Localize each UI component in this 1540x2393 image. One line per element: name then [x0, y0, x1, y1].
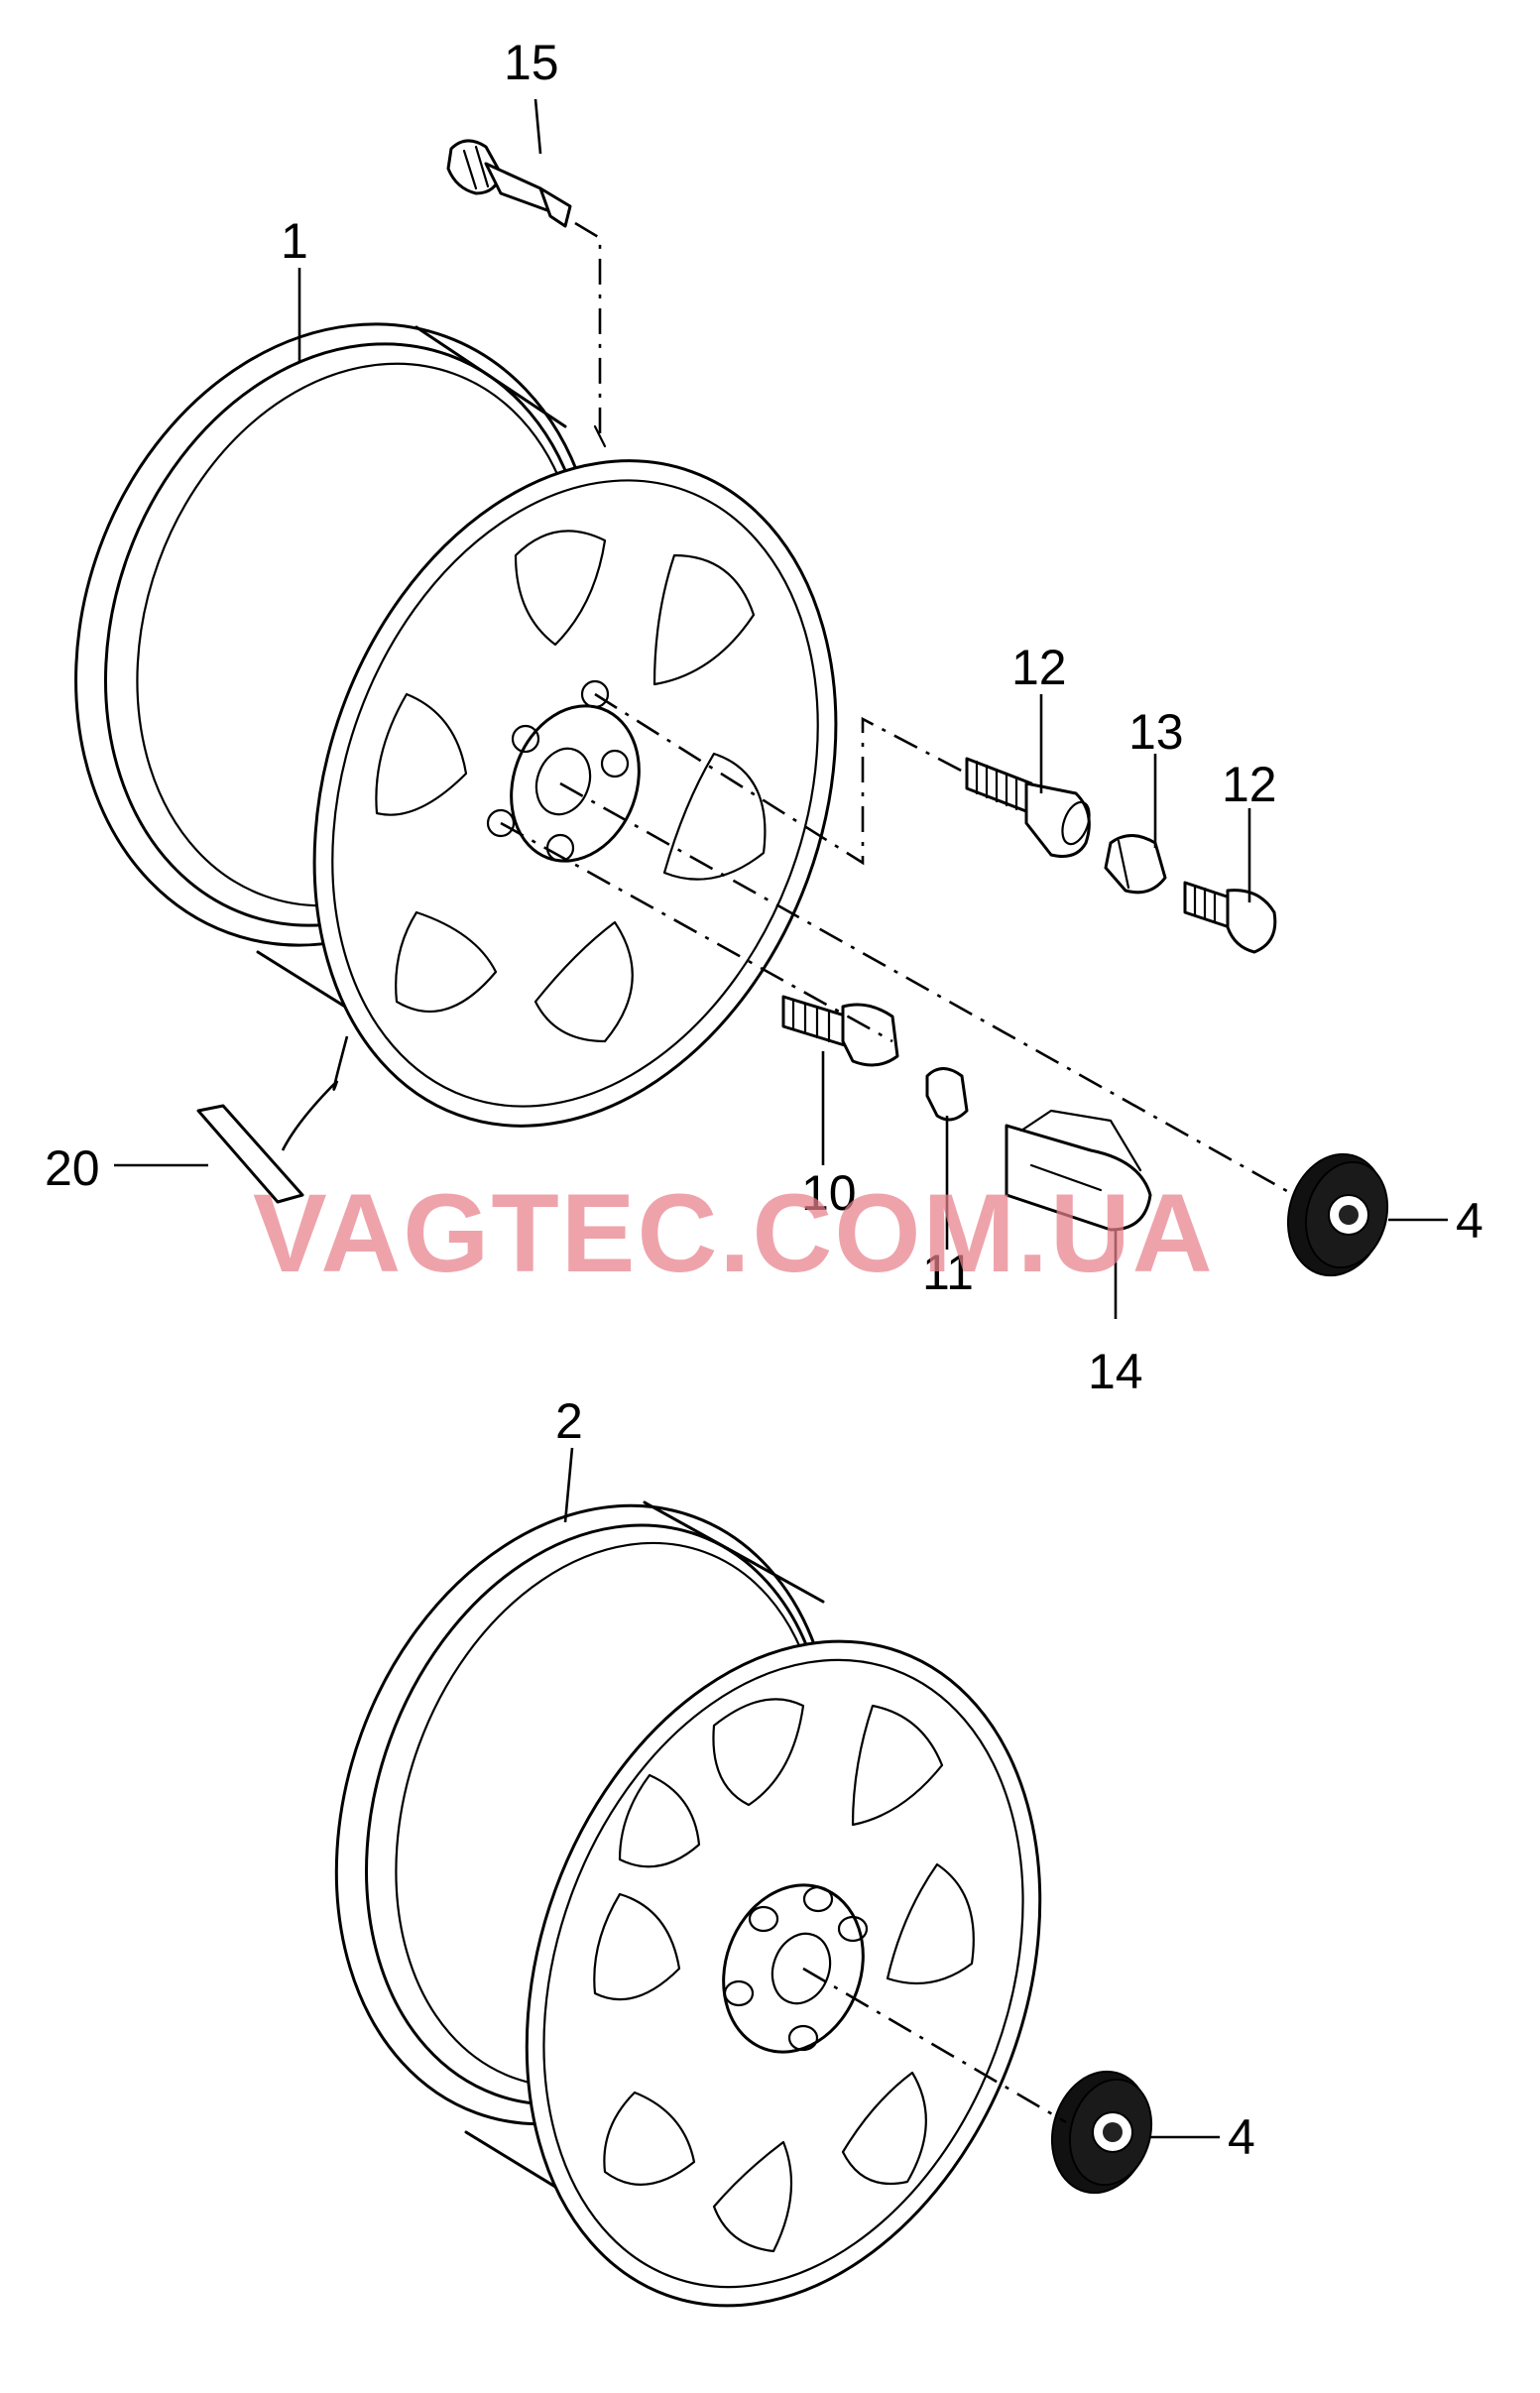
balance-weight — [196, 1104, 304, 1204]
callout-20: 20 — [45, 1140, 100, 1196]
wheel-bolt — [781, 995, 899, 1067]
callout-15: 15 — [504, 35, 559, 90]
callout-leaders — [114, 98, 1448, 2139]
callout-labels: 1 15 12 13 12 10 11 14 4 20 2 4 — [45, 35, 1483, 2165]
callout-13: 13 — [1128, 704, 1184, 760]
callout-11: 11 — [922, 1245, 974, 1300]
assembly-lines — [500, 221, 1295, 2124]
cap-nut — [1104, 834, 1167, 895]
lock-key — [1183, 881, 1277, 954]
bolt-cap — [925, 1067, 969, 1122]
callout-4-lower: 4 — [1228, 2109, 1255, 2165]
callout-12-upper: 12 — [1011, 640, 1067, 695]
wheel-bolt-locking — [965, 757, 1091, 858]
wheel-2 — [334, 1500, 1042, 2308]
hub-cap-upper — [1286, 1152, 1389, 1277]
callout-14: 14 — [1088, 1344, 1143, 1399]
callout-12-right: 12 — [1222, 757, 1277, 812]
watermark: VAGTEC.COM.UA — [253, 1171, 1215, 1295]
hub-cap-lower — [1050, 2070, 1153, 2195]
callout-10: 10 — [801, 1165, 857, 1221]
tire-valve — [446, 139, 572, 228]
callout-2: 2 — [555, 1393, 583, 1449]
callout-1: 1 — [281, 213, 308, 269]
cap-puller — [1005, 1109, 1152, 1232]
wheel-1 — [74, 322, 838, 1151]
callout-4-upper: 4 — [1456, 1193, 1483, 1249]
